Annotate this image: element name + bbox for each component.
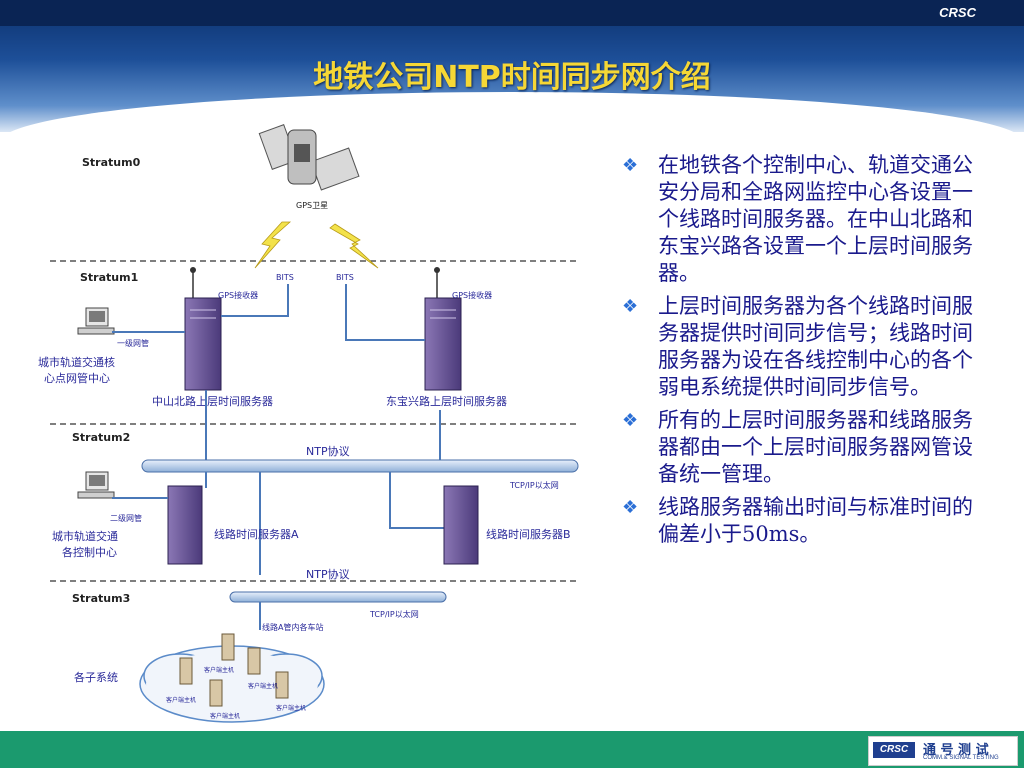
ntp-bus-1 xyxy=(141,459,579,473)
client-host-icon xyxy=(209,679,223,707)
top-strip xyxy=(0,0,1024,26)
nms-center-label: 城市轨道交通核 xyxy=(38,355,115,369)
logo-mark: CRSC xyxy=(873,742,915,758)
line-server-a-label: 线路时间服务器A xyxy=(214,527,299,541)
bullet-item: ❖ 上层时间服务器为各个线路时间服务器提供时间同步信号；线路时间服务器为设在各线控… xyxy=(620,293,980,401)
diamond-bullet-icon: ❖ xyxy=(622,296,639,317)
bullet-item: ❖ 在地铁各个控制中心、轨道交通公安分局和全路网监控中心各设置一个线路时间服务器。… xyxy=(620,152,980,287)
gps-receiver-label: GPS接收器 xyxy=(452,290,492,300)
diamond-bullet-icon: ❖ xyxy=(622,497,639,518)
bullet-text: 在地铁各个控制中心、轨道交通公安分局和全路网监控中心各设置一个线路时间服务器。在… xyxy=(658,153,973,285)
bus-drop xyxy=(389,472,444,529)
client-host-label: 客户端主机 xyxy=(166,696,196,704)
stratum3-label: Stratum3 xyxy=(72,592,130,605)
ntp-bus-2 xyxy=(229,591,447,603)
footer-bar xyxy=(0,731,1024,768)
logo-chinese-text: 通 号 测 试 xyxy=(923,743,989,758)
bits-label: BITS xyxy=(336,273,354,282)
nms-level1-computer-icon xyxy=(77,307,115,335)
nms-level2-label: 二级网管 xyxy=(110,513,142,523)
subsystems-label: 各子系统 xyxy=(74,670,118,684)
bits-link xyxy=(345,284,425,341)
stratum2-label: Stratum2 xyxy=(72,431,130,444)
nms-level2-computer-icon xyxy=(77,471,115,499)
server-dongbao-icon xyxy=(424,267,462,391)
line-server-b-icon xyxy=(443,485,479,565)
ntp-network-diagram: Stratum0 Stratum1 Stratum2 Stratum3 GPS卫… xyxy=(38,124,580,723)
brand-label: CRSC xyxy=(939,5,976,20)
gps-receiver-label: GPS接收器 xyxy=(218,290,258,300)
slide-title: 地铁公司NTP时间同步网介绍 xyxy=(313,60,711,95)
ntp-protocol-label: NTP协议 xyxy=(306,567,350,581)
client-host-label: 客户端主机 xyxy=(204,666,234,674)
server-zhongshan-label: 中山北路上层时间服务器 xyxy=(152,395,273,408)
stratum1-label: Stratum1 xyxy=(80,271,138,284)
client-host-icon xyxy=(247,647,261,675)
stratum0-label: Stratum0 xyxy=(82,156,141,169)
bullet-text: 上层时间服务器为各个线路时间服务器提供时间同步信号；线路时间服务器为设在各线控制… xyxy=(658,294,973,399)
signal-lightning-icon xyxy=(254,221,292,269)
client-host-label: 客户端主机 xyxy=(210,712,240,720)
tcpip-label: TCP/IP以太网 xyxy=(369,609,419,619)
diamond-bullet-icon: ❖ xyxy=(622,410,639,431)
bullet-item: ❖ 线路服务器输出时间与标准时间的偏差小于50ms。 xyxy=(620,494,980,548)
signal-lightning-icon xyxy=(329,223,379,269)
bullet-item: ❖ 所有的上层时间服务器和线路服务器都由一个上层时间服务器网管设备统一管理。 xyxy=(620,407,980,488)
server-zhongshan-icon xyxy=(184,267,222,391)
bits-label: BITS xyxy=(276,273,294,282)
company-logo: CRSC 通 号 测 试 COMM.& SIGNAL TESTING xyxy=(868,736,1018,766)
tcpip-label: TCP/IP以太网 xyxy=(509,480,559,490)
bits-link xyxy=(221,284,289,317)
client-host-icon xyxy=(221,633,235,661)
client-host-icon xyxy=(179,657,193,685)
server-dongbao-label: 东宝兴路上层时间服务器 xyxy=(386,394,507,408)
nms-level1-label: 一级网管 xyxy=(117,338,149,348)
bullet-list: ❖ 在地铁各个控制中心、轨道交通公安分局和全路网监控中心各设置一个线路时间服务器。… xyxy=(620,152,980,554)
control-center-label: 城市轨道交通 xyxy=(52,529,118,543)
line-server-a-icon xyxy=(167,485,203,565)
bullet-text: 线路服务器输出时间与标准时间的偏差小于50ms。 xyxy=(658,495,973,546)
ntp-protocol-label: NTP协议 xyxy=(306,444,350,458)
client-host-label: 客户端主机 xyxy=(248,682,278,690)
control-center-label: 各控制中心 xyxy=(62,545,117,559)
line-server-b-label: 线路时间服务器B xyxy=(486,527,571,541)
gps-satellite-label: GPS卫星 xyxy=(296,201,328,210)
line-a-stations-label: 线路A管内各车站 xyxy=(262,622,323,632)
logo-english-text: COMM.& SIGNAL TESTING xyxy=(923,755,999,761)
client-host-icon xyxy=(275,671,289,699)
diamond-bullet-icon: ❖ xyxy=(622,155,639,176)
nms-center-label: 心点网管中心 xyxy=(44,371,110,385)
gps-satellite-icon xyxy=(258,124,360,191)
client-host-label: 客户端主机 xyxy=(276,704,306,712)
bullet-text: 所有的上层时间服务器和线路服务器都由一个上层时间服务器网管设备统一管理。 xyxy=(658,408,973,486)
